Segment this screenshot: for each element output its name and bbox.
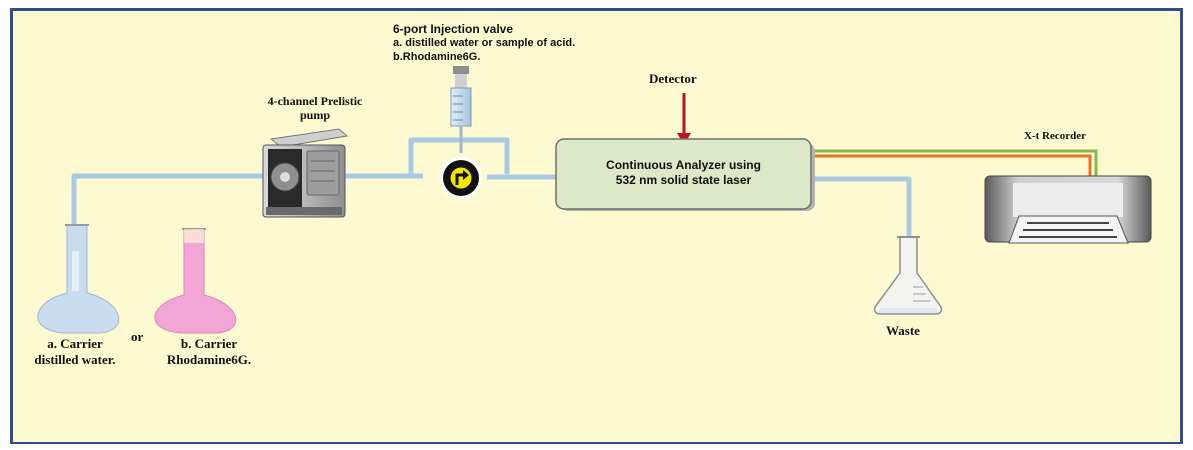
flask-a-label: a. Carrier distilled water. [13, 336, 137, 368]
flask-b-label: b. Carrier Rhodamine6G. [139, 336, 279, 368]
peristaltic-pump [262, 128, 349, 218]
injection-valve [440, 157, 482, 199]
pump-label: 4-channel Prelistic pump [250, 94, 380, 122]
analyzer-label-line1: Continuous Analyzer using [606, 158, 761, 172]
tube-analyzer-to-waste [813, 176, 912, 265]
injection-option-b: b.Rhodamine6G. [393, 51, 481, 63]
flask-b-label-line2: Rhodamine6G. [166, 352, 252, 367]
analyzer-box [555, 138, 815, 211]
injection-option-a: a. distilled water or sample of acid. [393, 37, 576, 49]
xt-recorder [984, 175, 1152, 244]
pump-label-line1: 4-channel Prelistic [267, 94, 363, 108]
injection-valve-label: 6-port Injection valve a. distilled wate… [393, 22, 575, 64]
injection-valve-title: 6-port Injection valve [393, 22, 514, 36]
pump-label-line2: pump [299, 108, 331, 122]
diagram-canvas: 6-port Injection valve a. distilled wate… [10, 8, 1183, 444]
detector-arrow [677, 93, 691, 145]
flask-b [154, 228, 237, 334]
flask-a [37, 224, 120, 334]
syringe [450, 66, 472, 153]
waste-flask [873, 236, 943, 315]
analyzer-label: Continuous Analyzer using 532 nm solid s… [556, 158, 811, 188]
flask-a-label-line1: a. Carrier [47, 336, 103, 351]
tube-flask-a-to-pump [71, 173, 263, 289]
tube-valve-loop [408, 137, 510, 174]
signal-cable-orange [813, 154, 1092, 176]
waste-label: Waste [886, 323, 920, 338]
analyzer-label-line2: 532 nm solid state laser [615, 173, 752, 187]
or-label: or [131, 329, 144, 344]
recorder-label: X-t Recorder [1024, 130, 1086, 142]
flask-b-label-line1: b. Carrier [180, 336, 238, 351]
signal-cable-green [813, 149, 1098, 176]
flask-a-label-line2: distilled water. [34, 352, 116, 367]
diagram-graphics [37, 66, 1152, 334]
detector-label: Detector [649, 71, 697, 86]
